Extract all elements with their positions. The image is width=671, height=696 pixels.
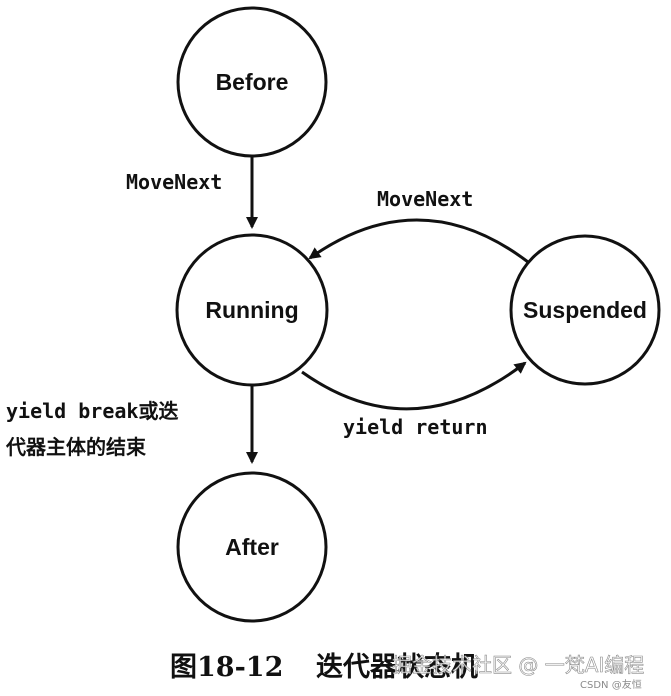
arrow-running-to-suspended bbox=[301, 361, 527, 411]
state-running-label: Running bbox=[205, 297, 298, 323]
label-before-to-running: MoveNext bbox=[126, 170, 222, 194]
state-after: After bbox=[176, 471, 328, 623]
state-after-label: After bbox=[225, 534, 279, 560]
state-running: Running bbox=[175, 233, 329, 387]
state-suspended: Suspended bbox=[509, 234, 661, 386]
watermark-main: 掘金技术社区 @ 一梵AI编程 bbox=[392, 653, 644, 677]
label-running-to-suspended: yield return bbox=[343, 415, 488, 439]
label-suspended-to-running: MoveNext bbox=[377, 187, 473, 211]
figure-title: 迭代器状态机 bbox=[316, 652, 478, 683]
state-before: Before bbox=[176, 6, 328, 158]
watermark-small: CSDN @友恒 bbox=[580, 678, 642, 691]
state-before-label: Before bbox=[216, 69, 289, 95]
state-suspended-label: Suspended bbox=[523, 297, 647, 323]
label-running-to-after-line2: 代器主体的结束 bbox=[5, 435, 147, 459]
figure-number: 图18-12 bbox=[170, 652, 283, 683]
label-running-to-after-line1: yield break或迭 bbox=[6, 399, 178, 423]
arrow-suspended-to-running bbox=[308, 218, 529, 264]
